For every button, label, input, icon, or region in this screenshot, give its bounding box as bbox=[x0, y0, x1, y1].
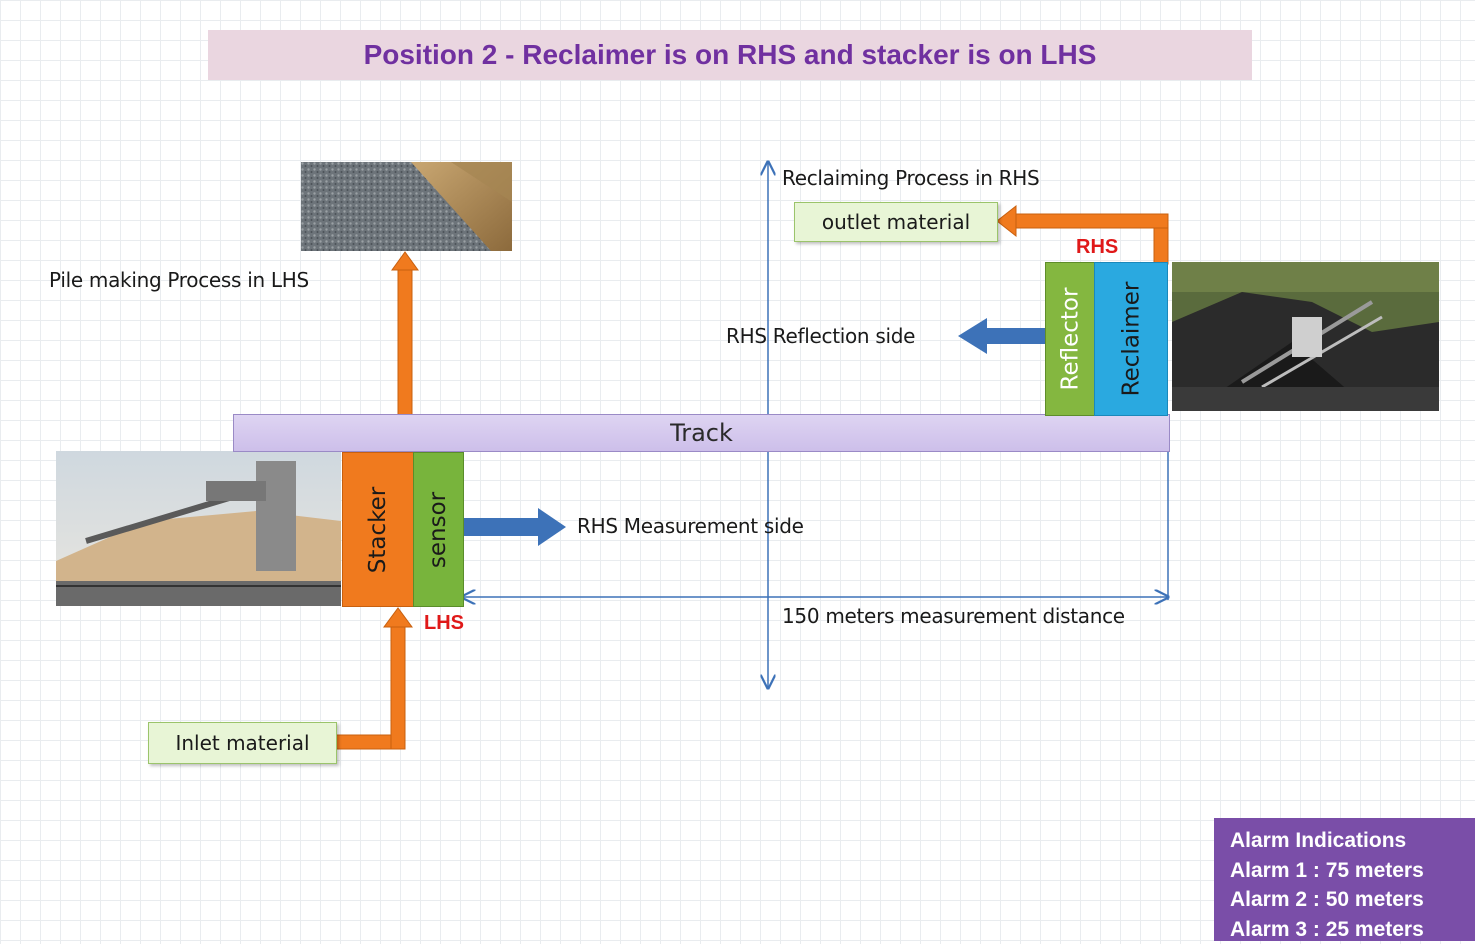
lhs-label: LHS bbox=[424, 612, 464, 635]
outlet-material-box: outlet material bbox=[794, 202, 998, 242]
alarm-heading: Alarm Indications bbox=[1230, 826, 1475, 856]
reclaiming-process-label: Reclaiming Process in RHS bbox=[782, 166, 1039, 190]
stacker-label: Stacker bbox=[366, 486, 392, 572]
inlet-material-box: Inlet material bbox=[148, 722, 337, 764]
reclaimer-label: Reclaimer bbox=[1118, 282, 1144, 397]
stacker-box: Stacker bbox=[342, 452, 415, 607]
reclaimer-box: Reclaimer bbox=[1094, 262, 1168, 416]
reflection-side-arrow bbox=[958, 318, 1047, 354]
pile-making-process-label: Pile making Process in LHS bbox=[49, 268, 309, 292]
alarm-indications-panel: Alarm Indications Alarm 1 : 75 meters Al… bbox=[1214, 818, 1475, 941]
sensor-label: sensor bbox=[426, 491, 452, 567]
reflector-box: Reflector bbox=[1045, 262, 1096, 416]
alarm-item-1: Alarm 1 : 75 meters bbox=[1230, 856, 1475, 886]
track-bar: Track bbox=[233, 414, 1170, 452]
alarm-item-3: Alarm 3 : 25 meters bbox=[1230, 915, 1475, 944]
measurement-side-arrow bbox=[462, 508, 566, 546]
inlet-to-stacker-arrow bbox=[335, 608, 412, 749]
sensor-box: sensor bbox=[413, 452, 464, 607]
reflector-label: Reflector bbox=[1058, 288, 1084, 391]
alarm-item-2: Alarm 2 : 50 meters bbox=[1230, 885, 1475, 915]
reflection-side-label: RHS Reflection side bbox=[726, 324, 915, 348]
measurement-distance-label: 150 meters measurement distance bbox=[782, 604, 1125, 628]
rhs-label: RHS bbox=[1076, 236, 1118, 259]
measurement-side-label: RHS Measurement side bbox=[577, 514, 804, 538]
